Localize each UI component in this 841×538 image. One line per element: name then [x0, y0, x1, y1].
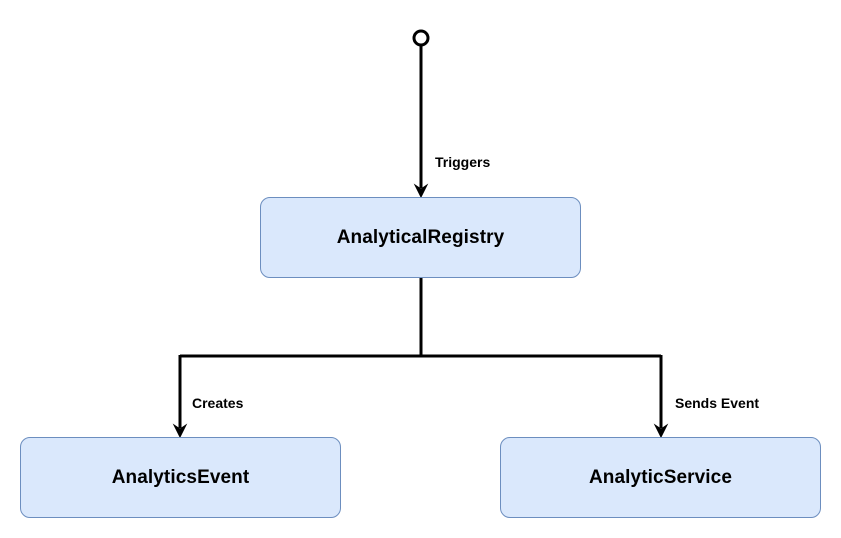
start-node-circle [412, 29, 430, 47]
edge-label-sends-event: Sends Event [675, 395, 760, 411]
node-analytical-registry[interactable]: AnalyticalRegistry [260, 197, 581, 278]
arrowhead-event-icon [172, 423, 188, 439]
arrowhead-registry-icon [413, 183, 429, 199]
node-analytics-event[interactable]: AnalyticsEvent [20, 437, 341, 518]
arrowhead-service-icon [653, 423, 669, 439]
edge-label-creates: Creates [192, 395, 244, 411]
node-analytic-service[interactable]: AnalyticService [500, 437, 821, 518]
edge-label-triggers: Triggers [435, 154, 491, 170]
